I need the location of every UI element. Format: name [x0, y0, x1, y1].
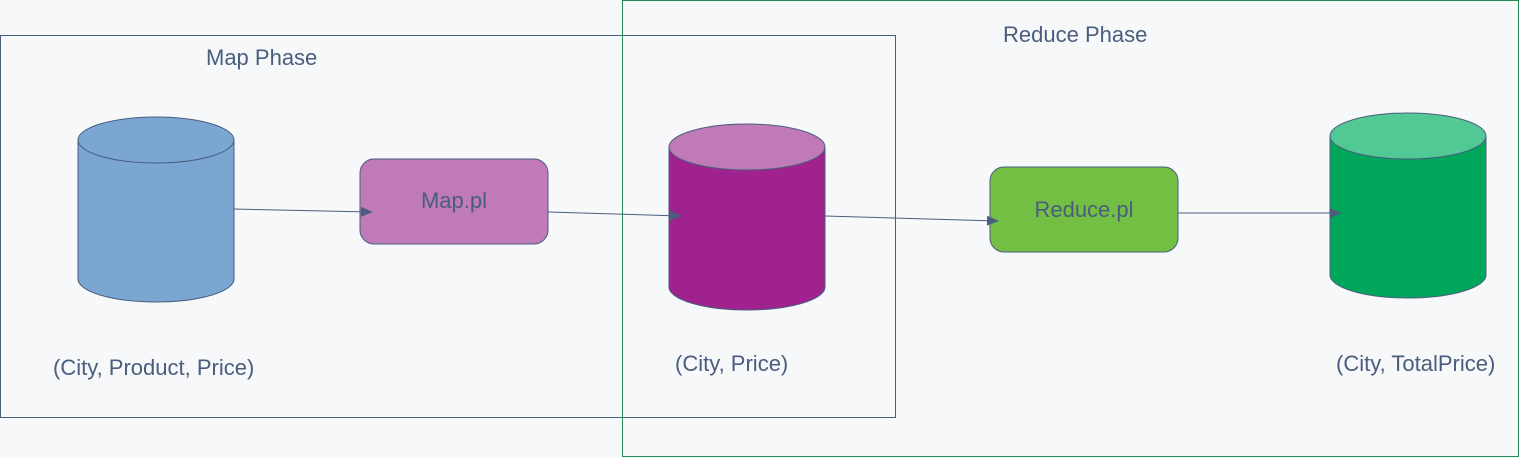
intermediate-database-cylinder [668, 123, 826, 311]
edge-input-to-map [233, 206, 373, 217]
input-database-cylinder [77, 116, 235, 303]
edge-intermediate-to-reduce [824, 215, 999, 226]
map-script-node [359, 158, 549, 245]
edge-map-to-intermediate [547, 210, 682, 221]
map-script-label: Map.pl [420, 188, 488, 213]
output-database-cylinder [1329, 112, 1487, 299]
reduce-script-node [989, 166, 1179, 253]
reduce-phase-title: Reduce Phase [1003, 22, 1148, 47]
map-phase-title: Map Phase [206, 45, 318, 70]
input-db-caption: (City, Product, Price) [53, 355, 255, 380]
map-phase-container [0, 35, 896, 418]
output-db-caption: (City, TotalPrice) [1336, 351, 1496, 376]
intermediate-db-caption: (City, Price) [675, 351, 789, 376]
reduce-script-label: Reduce.pl [1034, 197, 1134, 222]
